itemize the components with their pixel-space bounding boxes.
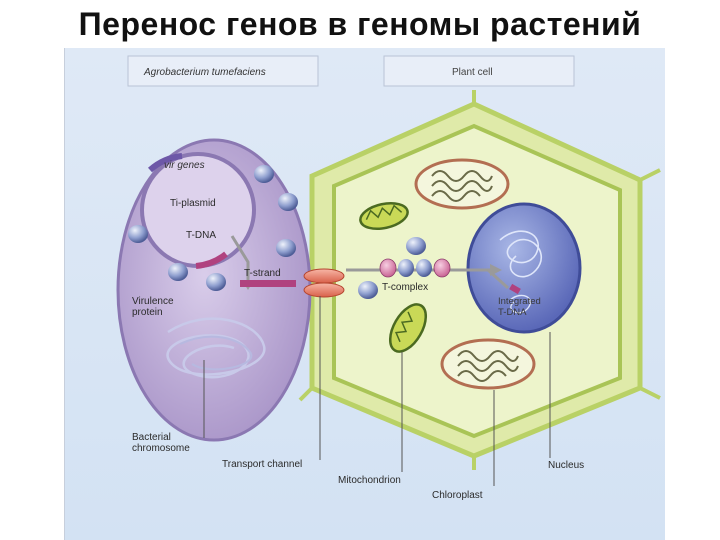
label-integrated-line1: Integrated (498, 296, 541, 307)
chloroplast-top (416, 160, 508, 208)
header-agrobacterium-label: Agrobacterium tumefaciens (143, 67, 266, 78)
protein-sphere (206, 273, 226, 291)
label-ti-plasmid: Ti-plasmid (170, 198, 216, 209)
label-virulence-line1: Virulence (132, 296, 174, 307)
label-t-dna: T-DNA (186, 230, 216, 241)
label-bacterial-line1: Bacterial (132, 432, 171, 443)
t-complex-bead (380, 259, 396, 277)
label-chloroplast: Chloroplast (432, 490, 483, 501)
protein-sphere (406, 237, 426, 255)
label-transport-channel: Transport channel (222, 459, 302, 470)
protein-sphere (168, 263, 188, 281)
t-complex-bead (398, 259, 414, 277)
t-strand-bar (240, 280, 296, 287)
header-plant-cell-label: Plant cell (452, 67, 493, 78)
label-nucleus: Nucleus (548, 460, 584, 471)
label-bacterial-line2: chromosome (132, 443, 190, 454)
label-integrated-line2: T-DNA (498, 307, 527, 318)
header-agrobacterium: Agrobacterium tumefaciens (128, 56, 318, 86)
label-t-complex: T-complex (382, 282, 428, 293)
protein-sphere (358, 281, 378, 299)
header-plant-cell: Plant cell (384, 56, 574, 86)
chloroplast-bottom (442, 340, 534, 388)
protein-sphere (254, 165, 274, 183)
protein-sphere (278, 193, 298, 211)
label-t-strand: T-strand (244, 268, 281, 279)
label-virulence-line2: protein (132, 307, 163, 318)
label-mitochondrion: Mitochondrion (338, 475, 401, 486)
protein-sphere (128, 225, 148, 243)
t-complex-bead (434, 259, 450, 277)
protein-sphere (276, 239, 296, 257)
label-vir-genes: vir genes (164, 160, 205, 171)
t-complex-bead (416, 259, 432, 277)
